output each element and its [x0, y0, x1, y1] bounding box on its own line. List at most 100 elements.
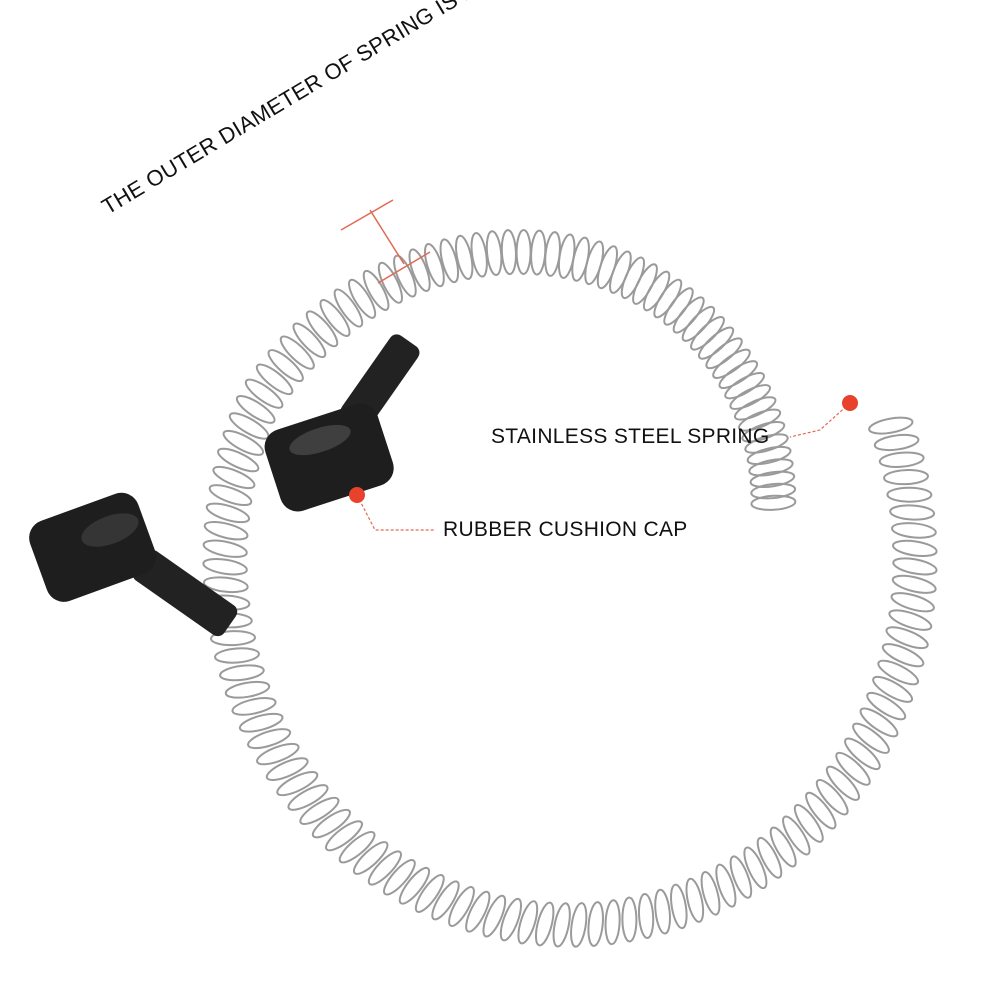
spring-coil — [877, 659, 920, 686]
spring-coil — [377, 261, 403, 304]
spring-coil — [570, 902, 588, 948]
spring-coil — [888, 609, 933, 631]
spring-coil — [534, 901, 555, 947]
spring-coil — [715, 863, 737, 908]
spring-coil — [587, 901, 604, 947]
spring-coil — [482, 894, 507, 938]
spring-coil — [499, 897, 522, 942]
spring-coil — [325, 820, 363, 852]
spring-coil — [746, 445, 792, 466]
spring-coil — [333, 288, 364, 328]
spring-coil — [448, 886, 475, 927]
spring-coil — [219, 664, 265, 682]
spring-coil — [287, 784, 329, 811]
spring-coil — [700, 870, 721, 916]
spring-coil — [873, 433, 920, 452]
spring-coil — [202, 576, 249, 594]
spring-coil — [238, 712, 284, 733]
spring-coil — [892, 557, 938, 576]
spring-coil — [654, 888, 671, 935]
spring-coil — [705, 337, 743, 370]
spring-coil — [859, 707, 899, 738]
spring-coil — [883, 469, 929, 486]
spring-coil — [408, 248, 431, 292]
spring-coil — [878, 451, 925, 468]
spring-coil — [604, 899, 621, 946]
spring-coil — [279, 335, 315, 370]
spring-coil — [890, 592, 935, 613]
spring-leader — [789, 395, 858, 438]
spring-coil — [311, 808, 351, 839]
spring-coil — [892, 539, 938, 558]
spring-coil — [852, 722, 890, 754]
spring-coil — [367, 850, 402, 886]
spring-marker-dot — [842, 395, 858, 411]
spring-coil — [881, 643, 925, 668]
spring-coil — [885, 626, 929, 650]
spring-coil — [670, 883, 688, 930]
spring-coil — [338, 831, 376, 864]
spring-coil — [868, 416, 914, 435]
spring-coil — [414, 874, 445, 913]
spring-coil — [352, 841, 389, 875]
spring-coil — [235, 395, 276, 424]
spring-coil — [267, 349, 304, 383]
spring-coil — [231, 697, 277, 716]
spring-coil — [793, 804, 824, 843]
cap-leader — [349, 487, 435, 531]
spring-coil — [515, 229, 532, 275]
spring-coil — [769, 826, 797, 868]
spring-coil — [214, 647, 260, 664]
spring-coil — [210, 630, 256, 647]
spring-coil — [741, 420, 786, 443]
spring-coil — [224, 680, 271, 699]
spring-coil — [455, 234, 474, 280]
spring-coil — [835, 751, 871, 786]
rubber-cushion-cap-left — [29, 492, 238, 637]
spring-coil — [203, 521, 249, 541]
spring-coil — [319, 299, 351, 337]
spring-coil — [718, 360, 759, 389]
cap-label: RUBBER CUSHION CAP — [443, 518, 688, 541]
spring-coil — [470, 232, 488, 278]
spring-coil — [738, 408, 782, 432]
spring-coil — [276, 771, 319, 797]
spring-coil — [749, 470, 796, 488]
spring-coil — [782, 815, 811, 856]
spring-coil — [724, 372, 765, 400]
spring-coil — [584, 240, 605, 286]
spring-coil — [247, 728, 292, 750]
spring-coil — [222, 429, 265, 456]
spring-coil — [500, 229, 517, 276]
spring-coil — [890, 522, 937, 539]
spring-coil — [872, 675, 914, 703]
spring-coil — [465, 890, 491, 933]
spring-label: STAINLESS STEEL SPRING — [491, 425, 770, 448]
spring-coil — [292, 322, 327, 359]
spring-coil — [530, 229, 547, 276]
spring-coil — [424, 243, 445, 288]
stainless-steel-spring — [202, 229, 938, 948]
spring-coil — [431, 880, 460, 921]
spring-coil — [202, 557, 248, 576]
spring-coil — [265, 757, 309, 781]
spring-coil — [891, 574, 937, 594]
spring-coil — [712, 348, 751, 379]
spring-coil — [485, 230, 503, 277]
spring-coil — [205, 502, 251, 524]
rubber-cushion-cap-inner — [264, 334, 420, 512]
spring-coil — [439, 238, 460, 284]
spring-coil — [305, 310, 339, 348]
spring-coil — [729, 855, 753, 899]
diameter-marker — [340, 199, 431, 284]
spring-coil — [729, 384, 771, 410]
spring-coil — [217, 447, 260, 473]
spring-coil — [750, 482, 797, 500]
spring-coil — [255, 363, 294, 396]
cap-marker-dot — [349, 487, 365, 503]
spring-coil — [517, 900, 539, 945]
spring-coil — [609, 250, 632, 294]
spring-coil — [212, 465, 256, 490]
